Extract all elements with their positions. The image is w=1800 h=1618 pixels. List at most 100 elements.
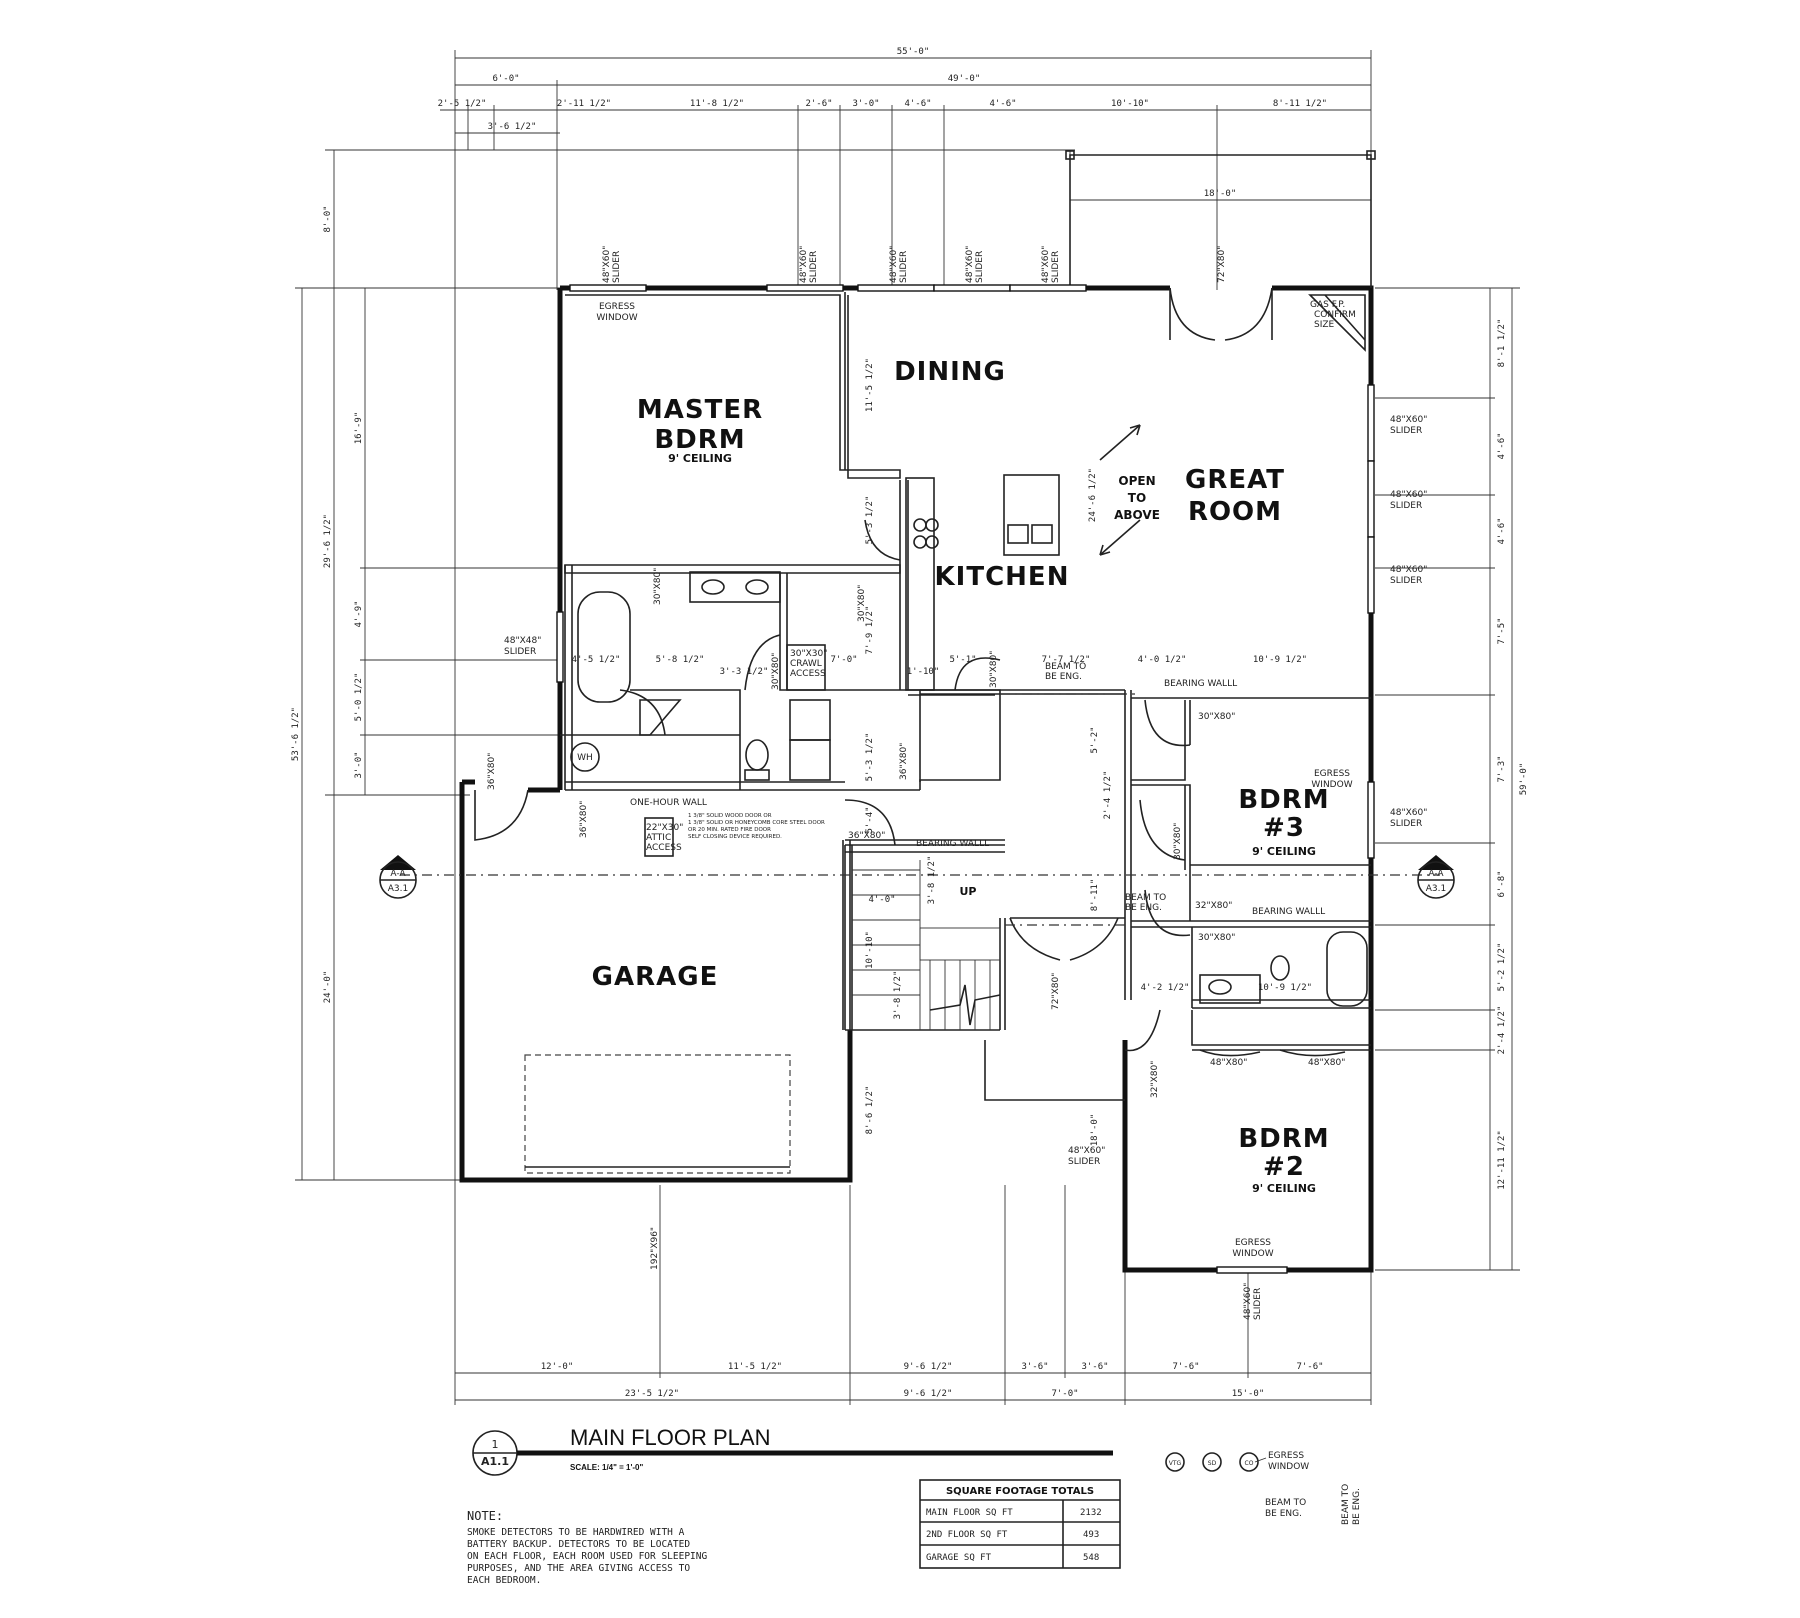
bottom-dimensions: 12'-0" 11'-5 1/2" 9'-6 1/2" 3'-6" 3'-6" … [454, 1180, 1372, 1405]
legend-beam-l1: BEAM TO [1265, 1498, 1306, 1508]
dim-right-4: 7'-3" [1497, 755, 1507, 782]
win-top-1-size: 48"X60" [602, 246, 612, 283]
win-right-3-size: 48"X60" [1390, 565, 1427, 575]
top-dimensions: 55'-0" 6'-0" 49'-0" 2'-5 1/2" 2'-11 1/2"… [438, 47, 1372, 1180]
attic-access-l3: ACCESS [646, 843, 682, 853]
room-great-line2: ROOM [1188, 497, 1282, 527]
dim-r3-3: 2'-6" [805, 99, 832, 109]
legend-co: CO [1245, 1460, 1254, 1467]
room-garage: GARAGE [592, 962, 719, 992]
gas-fp-l1: GAS F.P. [1310, 300, 1345, 310]
interior-walls [560, 292, 1371, 1101]
sqft-row0-label: MAIN FLOOR SQ FT [926, 1508, 1013, 1518]
door-closet-1: 48"X80" [1210, 1058, 1247, 1068]
dim-overall-width: 55'-0" [897, 47, 930, 57]
gas-fp-l3: SIZE [1314, 320, 1335, 330]
note-line-3: PURPOSES, AND THE AREA GIVING ACCESS TO [467, 1563, 690, 1574]
annotations: ONE-HOUR WALL 1 3/8" SOLID WOOD DOOR OR … [630, 662, 1325, 917]
win-left-size: 48"X48" [504, 636, 541, 646]
dim-left-mid-0: 8'-0" [323, 205, 333, 232]
door-bdrm2: 32"X80" [1150, 1061, 1160, 1098]
room-great-line1: GREAT [1185, 465, 1285, 495]
idim-8: 7'-0" [830, 655, 857, 665]
idim-3: 7'-9 1/2" [865, 606, 875, 655]
beam-upper-l2: BE ENG. [1045, 672, 1082, 682]
dim-right-5: 6'-8" [1497, 870, 1507, 897]
room-master-line1: MASTER [637, 395, 763, 425]
dim-b1-6: 7'-6" [1296, 1362, 1323, 1372]
legend-egress-l2: WINDOW [1268, 1462, 1309, 1472]
dim-left-outer: 53'-6 1/2" [291, 707, 301, 761]
section-label-right-top: A-A [1428, 869, 1444, 879]
dim-deck: 18'-0" [1204, 189, 1237, 199]
dim-r3-8: 8'-11 1/2" [1273, 99, 1327, 109]
idim-5: 4'-5 1/2" [572, 655, 621, 665]
drawing-title: MAIN FLOOR PLAN [570, 1425, 770, 1450]
fire-note-1: 1 3/8" SOLID OR HONEYCOMB CORE STEEL DOO… [688, 820, 825, 826]
win-right-3-type: SLIDER [1390, 576, 1422, 586]
door-bdrm3: 30"X80" [1173, 823, 1183, 860]
legend-sd: SD [1208, 1460, 1217, 1467]
crawl-access-l2: CRAWL [790, 659, 822, 669]
right-dimensions: 59'-0" 8'-1 1/2" 4'-6" 4'-6" 7'-5" 7'-3"… [1375, 287, 1529, 1271]
section-label-left-bot: A3.1 [388, 884, 408, 894]
room-bdrm3-ceiling: 9' CEILING [1252, 845, 1316, 858]
legend-egress-l1: EGRESS [1268, 1451, 1304, 1461]
dim-b2-0: 23'-5 1/2" [625, 1389, 679, 1399]
legend-beam-v1: BEAM TO [1341, 1484, 1351, 1525]
dim-r3-4: 3'-0" [852, 99, 879, 109]
sqft-row2-value: 548 [1083, 1553, 1099, 1563]
dim-b1-3: 3'-6" [1021, 1362, 1048, 1372]
idim-22: 8'-11" [1090, 879, 1100, 912]
idim-17: 5'-4" [865, 806, 875, 833]
dim-right-7: 2'-4 1/2" [1497, 1006, 1507, 1055]
egress-bdrm3-l2: WINDOW [1311, 780, 1352, 790]
note-line-0: SMOKE DETECTORS TO BE HARDWIRED WITH A [467, 1527, 685, 1538]
open-to-above-line2: TO [1128, 491, 1146, 505]
idim-11: 7'-7 1/2" [1042, 655, 1091, 665]
idim-13: 10'-9 1/2" [1253, 655, 1307, 665]
idim-20: 10'-10" [865, 931, 875, 969]
win-right-4-type: SLIDER [1390, 819, 1422, 829]
dim-r3-7: 10'-10" [1111, 99, 1149, 109]
note-line-4: EACH BEDROOM. [467, 1575, 541, 1586]
section-label-left-top: A-A [390, 869, 406, 879]
idim-6: 5'-8 1/2" [656, 655, 705, 665]
door-garage-overhead: 192"X96" [650, 1227, 660, 1270]
win-top-1-type: SLIDER [612, 251, 622, 283]
win-top-2-type: SLIDER [809, 251, 819, 283]
win-front-size: 48"X60" [1068, 1146, 1105, 1156]
fixtures [570, 294, 1368, 1030]
garage-door-outline [524, 1054, 791, 1174]
win-bdrm2-size: 48"X60" [1243, 1283, 1253, 1320]
win-bdrm2-type: SLIDER [1253, 1288, 1263, 1320]
door-wic: 30"X80" [771, 653, 781, 690]
open-to-above-line1: OPEN [1118, 474, 1155, 488]
room-labels: MASTER BDRM 9' CEILING DINING KITCHEN GR… [592, 357, 1329, 1195]
door-mud: 36"X80" [579, 801, 589, 838]
dim-right-1: 4'-6" [1497, 432, 1507, 459]
idim-16: 5'-3 1/2" [865, 733, 875, 782]
dim-right-outer: 59'-0" [1519, 763, 1529, 796]
dim-left-inner-0: 16'-9" [354, 412, 364, 445]
open-to-above-line3: ABOVE [1114, 508, 1160, 522]
stair-up-label: UP [960, 885, 977, 898]
win-top-5-type: SLIDER [1051, 251, 1061, 283]
dim-b1-0: 12'-0" [541, 1362, 574, 1372]
bearing-wall-upper: BEARING WALLL [1164, 679, 1237, 689]
egress-master-l2: WINDOW [596, 313, 637, 323]
idim-12: 4'-0 1/2" [1138, 655, 1187, 665]
door-master-bath: 30"X80" [653, 568, 663, 605]
win-left-type: SLIDER [504, 647, 536, 657]
room-bdrm3-line2: #3 [1263, 813, 1305, 843]
sheet-number: A1.1 [481, 1455, 509, 1468]
room-bdrm2-ceiling: 9' CEILING [1252, 1182, 1316, 1195]
win-top-4-size: 48"X60" [965, 246, 975, 283]
dim-b1-1: 11'-5 1/2" [728, 1362, 782, 1372]
legend-vtg: VTG [1169, 1460, 1182, 1467]
door-master-closet: 30"X80" [857, 585, 867, 622]
section-line-a-a: A-A A3.1 A-A A3.1 [379, 855, 1455, 899]
idim-14: 5'-2" [1090, 726, 1100, 753]
door-hall: 36"X80" [848, 831, 885, 841]
win-right-4-size: 48"X60" [1390, 808, 1427, 818]
